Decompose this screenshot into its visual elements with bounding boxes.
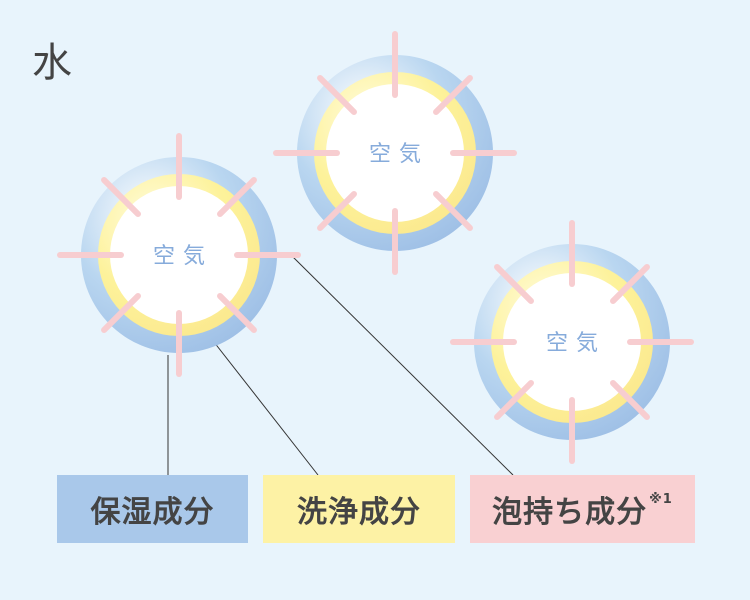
label-text: 保湿成分	[90, 495, 215, 530]
leader-line-cleansing	[202, 327, 319, 476]
air-label: 空気	[546, 331, 606, 356]
label-cleansing-ingredient: 洗浄成分	[263, 475, 455, 543]
footnote-mark: ※1	[649, 491, 673, 507]
leader-lines	[167, 255, 514, 476]
foam-spike	[494, 264, 534, 304]
air-core	[326, 84, 464, 222]
foam-spike	[433, 191, 473, 231]
foam-spike	[101, 293, 141, 333]
foam-spike	[610, 380, 650, 420]
foam-spike	[217, 293, 257, 333]
label-foam-retention-ingredient: 泡持ち成分※1	[470, 475, 695, 543]
foam-spike	[317, 75, 357, 115]
page-title: 水	[32, 40, 72, 86]
air-bubble: 空気	[450, 220, 694, 464]
foam-spike	[101, 177, 141, 217]
air-core	[503, 273, 641, 411]
air-label: 空気	[153, 244, 213, 269]
foam-spike	[217, 177, 257, 217]
air-bubble: 空気	[57, 133, 301, 377]
leader-line-foam	[291, 255, 514, 476]
air-bubble: 空気	[273, 31, 517, 275]
air-core	[110, 186, 248, 324]
label-text: 泡持ち成分	[492, 495, 648, 530]
foam-spike	[610, 264, 650, 304]
foam-spike	[433, 75, 473, 115]
foam-spike	[317, 191, 357, 231]
label-text: 洗浄成分	[297, 495, 421, 530]
air-label: 空気	[369, 142, 429, 167]
label-moisturizing-ingredient: 保湿成分	[57, 475, 248, 543]
foam-spike	[494, 380, 534, 420]
